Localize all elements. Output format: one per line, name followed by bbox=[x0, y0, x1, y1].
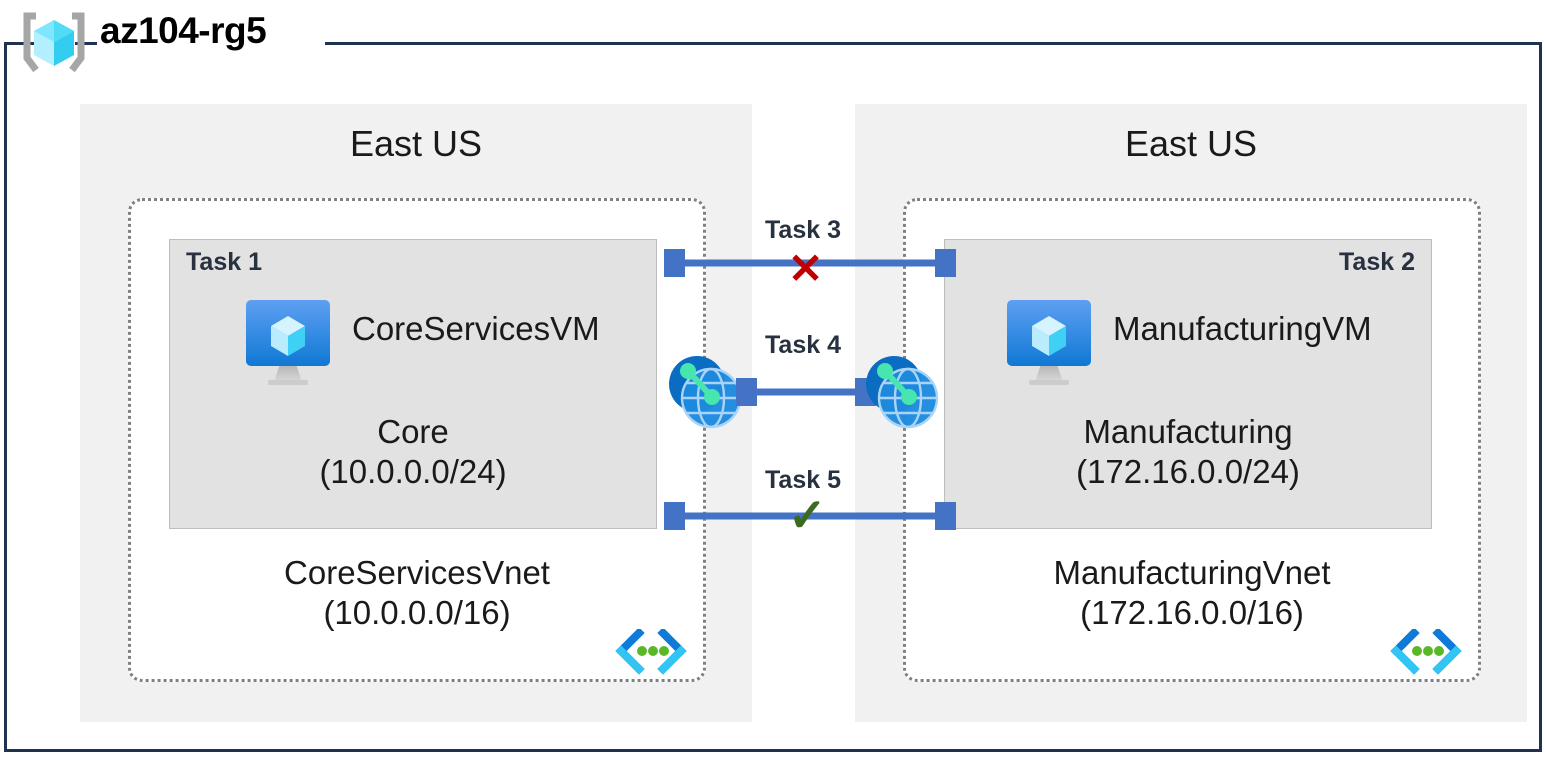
region-panel-right: East US Task 2 bbox=[855, 104, 1527, 722]
virtual-machine-icon bbox=[242, 298, 334, 388]
rg-boundary-top-left-segment bbox=[4, 42, 40, 45]
resource-group-cube-icon bbox=[22, 12, 86, 74]
vnet-caption-manufacturing: ManufacturingVnet (172.16.0.0/16) bbox=[906, 553, 1478, 634]
virtual-network-icon bbox=[613, 627, 689, 677]
subnet-box-manufacturing[interactable]: Task 2 bbox=[944, 239, 1432, 529]
region-label-left: East US bbox=[349, 123, 483, 164]
vnet-caption-core: CoreServicesVnet (10.0.0.0/16) bbox=[131, 553, 703, 634]
connection-label-task4: Task 4 bbox=[765, 331, 841, 359]
region-label-right: East US bbox=[1124, 123, 1258, 164]
vnet-cidr-manufacturing: (172.16.0.0/16) bbox=[1080, 594, 1304, 632]
rg-boundary-left bbox=[4, 42, 7, 752]
rg-boundary-top-right-segment bbox=[325, 42, 1542, 45]
virtual-network-icon bbox=[1388, 627, 1464, 677]
connection-label-task3: Task 3 bbox=[765, 216, 841, 244]
subnet-caption-core: Core (10.0.0.0/24) bbox=[170, 412, 656, 493]
subnet-caption-manufacturing: Manufacturing (172.16.0.0/24) bbox=[945, 412, 1431, 493]
rg-boundary-right bbox=[1539, 42, 1542, 752]
vm-name-core: CoreServicesVM bbox=[352, 310, 600, 347]
vnet-name-manufacturing: ManufacturingVnet bbox=[1053, 554, 1331, 591]
connection-arrow-task3 bbox=[664, 249, 956, 277]
connection-marker-task5-allowed: ✓ bbox=[788, 489, 827, 541]
virtual-machine-icon bbox=[1003, 298, 1095, 388]
vnet-cidr-core: (10.0.0.0/16) bbox=[323, 594, 511, 632]
connection-marker-task3-blocked: ✕ bbox=[788, 245, 824, 292]
vnet-name-core: CoreServicesVnet bbox=[284, 554, 550, 591]
subnet-name-manufacturing: Manufacturing bbox=[1083, 413, 1293, 450]
region-panel-left: East US Task 1 bbox=[80, 104, 752, 722]
task-label-1: Task 1 bbox=[186, 248, 262, 276]
subnet-box-core[interactable]: Task 1 bbox=[169, 239, 657, 529]
vnet-box-manufacturing[interactable]: Task 2 bbox=[903, 198, 1481, 682]
vnet-peering-icon bbox=[862, 352, 942, 432]
rg-boundary-bottom bbox=[4, 749, 1542, 752]
vnet-peering-icon bbox=[665, 352, 745, 432]
resource-group-title: az104-rg5 bbox=[100, 10, 267, 51]
vm-row-core: CoreServicesVM bbox=[170, 298, 656, 390]
vm-row-manufacturing: ManufacturingVM bbox=[945, 298, 1431, 390]
task-label-2: Task 2 bbox=[1339, 248, 1415, 276]
vm-name-manufacturing: ManufacturingVM bbox=[1113, 310, 1372, 347]
connection-label-task5: Task 5 bbox=[765, 466, 841, 494]
subnet-cidr-core: (10.0.0.0/24) bbox=[319, 453, 507, 491]
connection-arrow-task4 bbox=[736, 378, 876, 406]
subnet-cidr-manufacturing: (172.16.0.0/24) bbox=[1076, 453, 1300, 491]
rg-boundary-top-mid-segment bbox=[75, 42, 97, 45]
vnet-box-core[interactable]: Task 1 bbox=[128, 198, 706, 682]
subnet-name-core: Core bbox=[377, 413, 449, 450]
connection-arrow-task5 bbox=[664, 502, 956, 530]
